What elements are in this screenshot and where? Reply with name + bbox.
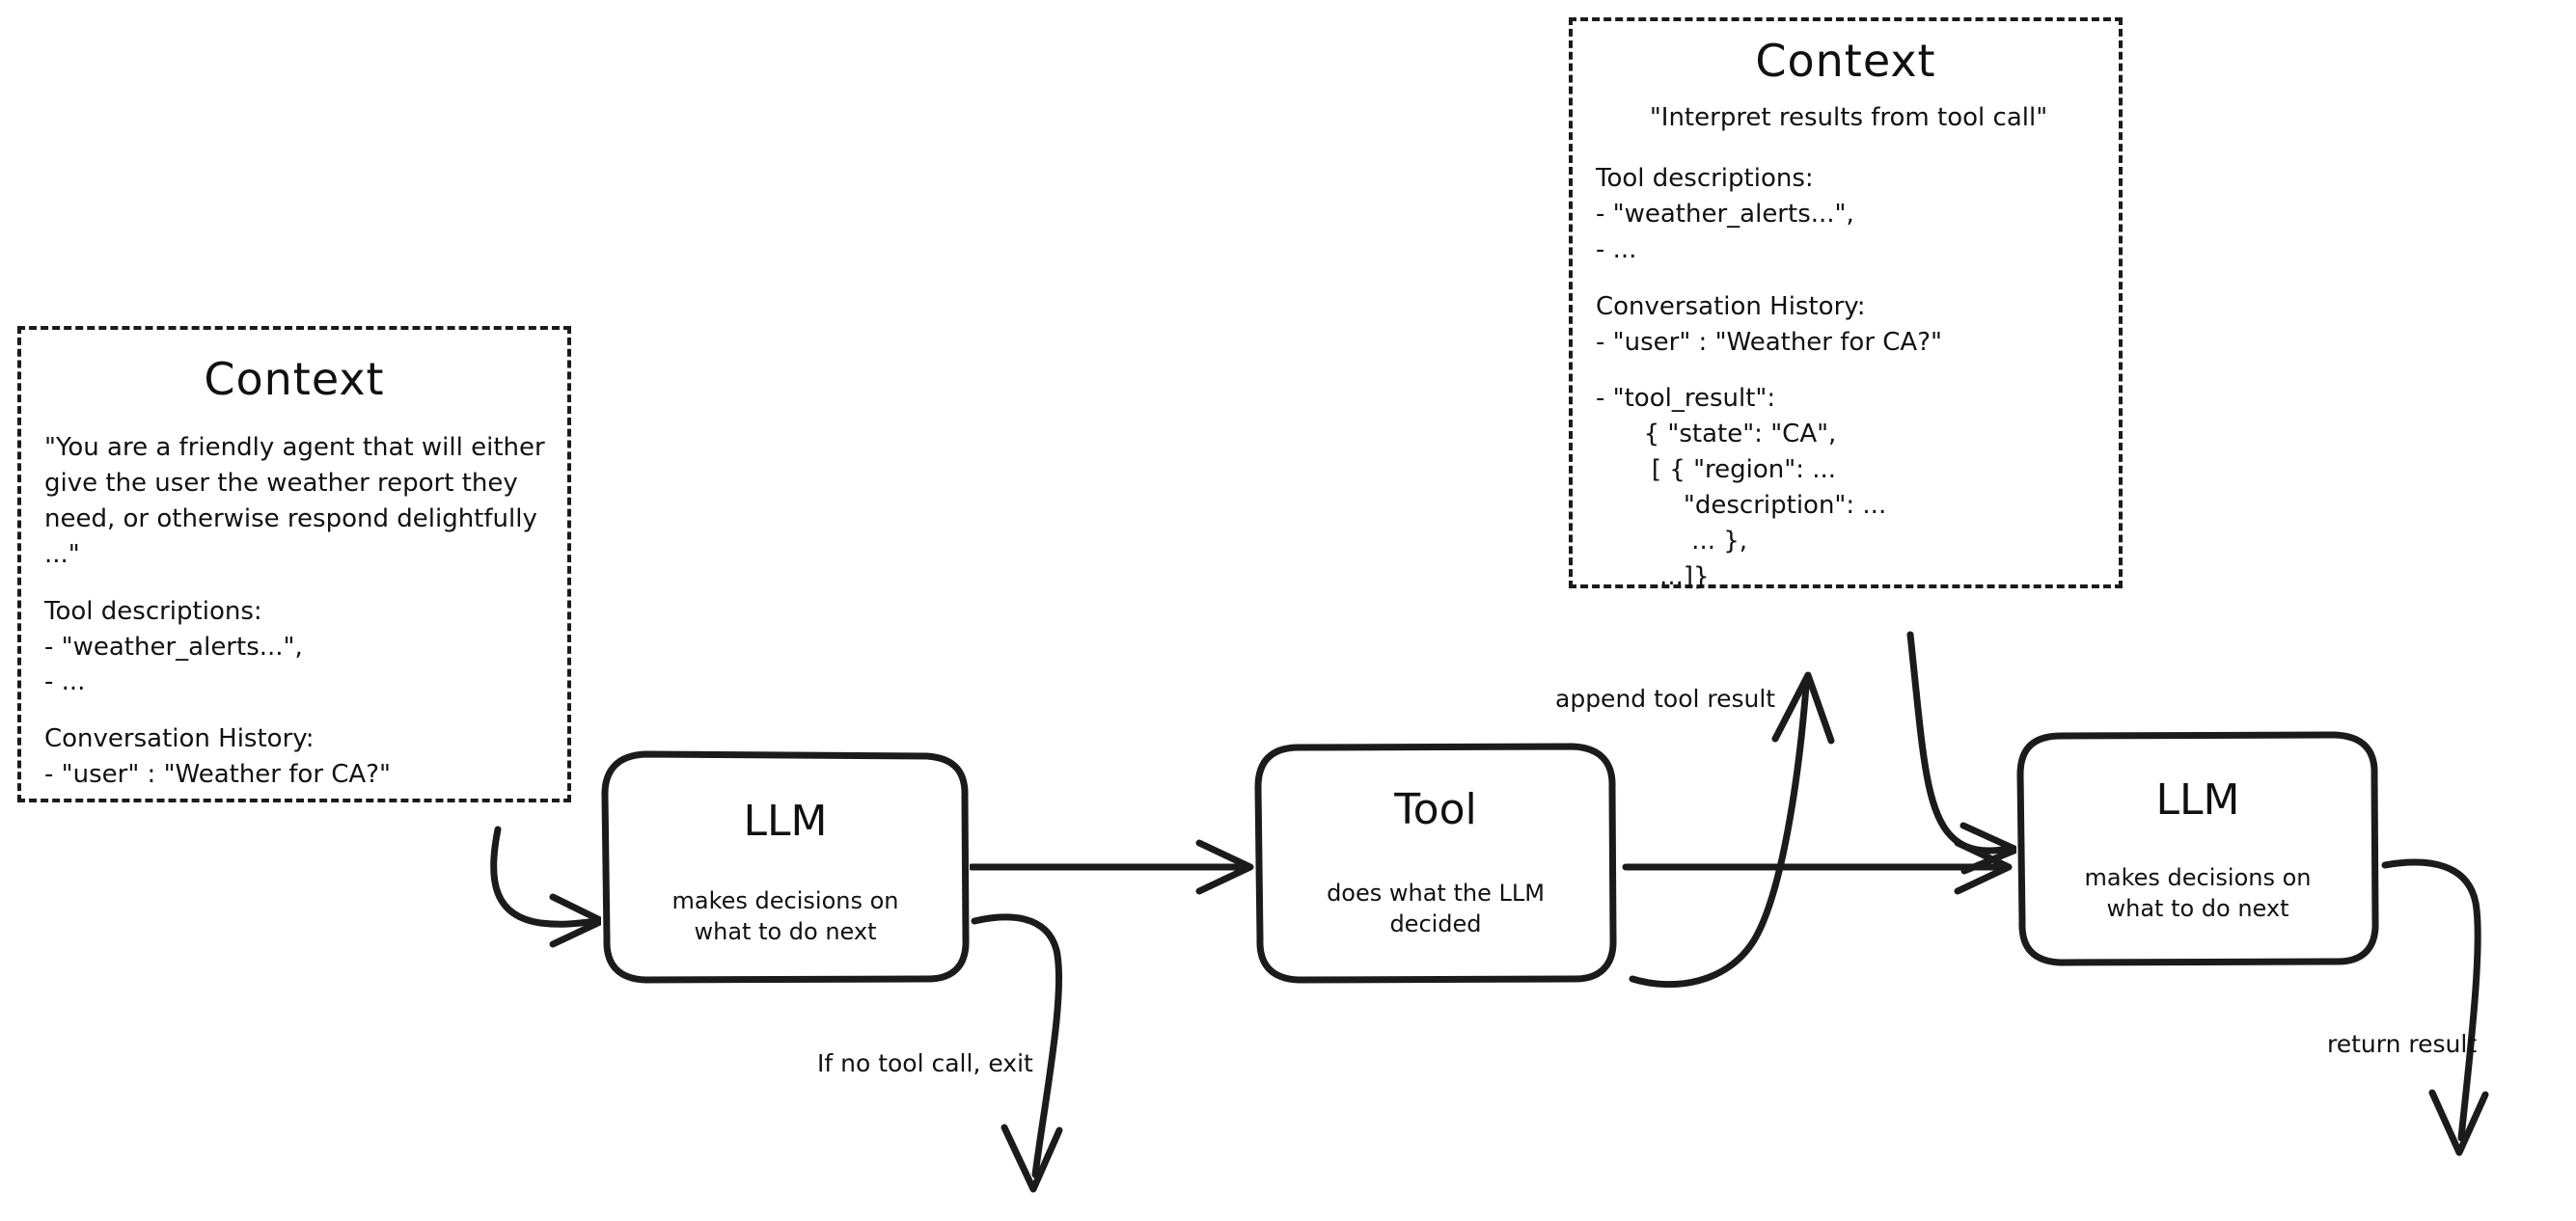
context-right-conversation-item: - "user" : "Weather for CA?" (1596, 327, 1942, 357)
context-right-tool-item: - ... (1596, 234, 1637, 264)
context-card-right: Context "Interpret results from tool cal… (1569, 17, 2123, 591)
context-right-tool-result-line: [ { "region": ... (1596, 455, 1837, 485)
node-llm-second[interactable]: LLM makes decisions on what to do next (2016, 731, 2379, 966)
context-left-conversation-item: - "user" : "Weather for CA?" (44, 760, 391, 790)
context-right-tool-result-line: ...]} (1596, 561, 1710, 591)
edge-llm2-return (2381, 858, 2481, 1142)
context-right-tool-result-line: ... }, (1596, 527, 1748, 556)
context-left-system-prompt: "You are a friendly agent that will eith… (44, 433, 553, 569)
edge-context-to-llm2 (1906, 631, 2013, 855)
context-right-tool-result-line: "description": ... (1596, 491, 1887, 521)
node-llm-first-outline (601, 750, 970, 984)
edge-context-to-llm1 (490, 826, 602, 928)
context-right-tools-header: Tool descriptions: (1596, 163, 1814, 193)
node-tool-subtitle: does what the LLM decided (1327, 880, 1545, 938)
edge-llm1-to-tool-arrowhead (1195, 839, 1254, 895)
node-llm-second-outline (2016, 731, 2379, 966)
context-right-system-prompt: "Interpret results from tool call" (1649, 103, 2048, 132)
context-left-tools-header: Tool descriptions: (44, 596, 262, 626)
context-right-body: "Interpret results from tool call" Tool … (1573, 100, 2119, 595)
node-llm-first-title: LLM (743, 797, 828, 846)
context-left-tool-item: - ... (44, 667, 86, 697)
context-left-title: Context (204, 353, 385, 405)
context-left-tool-item: - "weather_alerts...", (44, 632, 303, 662)
context-left-conversation-header: Conversation History: (44, 724, 315, 754)
context-right-title: Context (1755, 35, 1936, 87)
context-right-conversation-header: Conversation History: (1596, 291, 1866, 321)
context-right-tool-result-label: - "tool_result": (1596, 384, 1776, 414)
edge-tool-to-llm2-arrowhead (1954, 839, 2013, 895)
edge-llm2-return-arrowhead (2428, 1089, 2489, 1156)
node-llm-first[interactable]: LLM makes decisions on what to do next (601, 750, 970, 984)
node-llm-first-subtitle: makes decisions on what to do next (671, 887, 899, 946)
edge-label-return-result: return result (2327, 1030, 2478, 1058)
node-llm-second-title: LLM (2155, 775, 2240, 825)
node-tool-title: Tool (1394, 785, 1477, 834)
edge-label-if-no-tool-call-exit: If no tool call, exit (817, 1049, 1033, 1077)
context-card-left: Context "You are a friendly agent that w… (17, 326, 571, 802)
edge-label-append-tool-result: append tool result (1555, 685, 1776, 713)
node-llm-second-subtitle: makes decisions on what to do next (2084, 864, 2312, 923)
node-tool[interactable]: Tool does what the LLM decided (1254, 743, 1617, 984)
edge-llm1-exit (971, 913, 1063, 1179)
edge-llm1-exit-arrowhead (1000, 1124, 1063, 1193)
edge-tool-to-context-arrowhead (1771, 671, 1835, 745)
context-left-body: "You are a friendly agent that will eith… (21, 430, 567, 793)
node-tool-outline (1254, 743, 1617, 984)
edge-context-to-llm1-arrowhead (549, 893, 606, 948)
edge-context-to-llm2-arrowhead (1959, 822, 2020, 875)
context-right-tool-result-line: { "state": "CA", (1596, 420, 1837, 449)
edge-tool-to-context (1629, 683, 1810, 989)
context-right-tool-item: - "weather_alerts...", (1596, 199, 1854, 229)
